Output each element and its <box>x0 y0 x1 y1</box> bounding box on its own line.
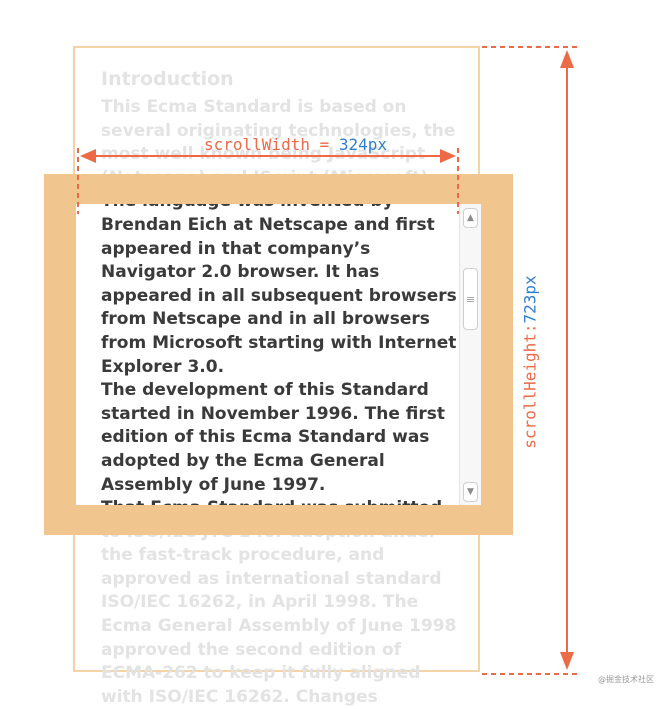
arrow-left-icon <box>80 149 96 163</box>
arrow-up-icon <box>560 50 574 68</box>
scroll-thumb[interactable]: ≡ <box>463 268 478 330</box>
viewport-paragraph-1: This Ecma Standard is based on several o… <box>101 204 457 377</box>
viewport-paragraph-2: The development of this Standard started… <box>101 380 445 495</box>
scrollheight-value: 723px <box>520 275 540 324</box>
arrow-down-icon <box>560 652 574 670</box>
arrow-right-icon <box>440 149 456 163</box>
scrollheight-label: scrollHeight:723px <box>521 275 540 448</box>
vertical-scrollbar[interactable]: ▲ ≡ ▼ <box>459 204 481 505</box>
scrollwidth-value: 324px <box>338 135 388 154</box>
scrollwidth-name: scrollWidth <box>204 135 310 154</box>
scroll-viewport[interactable]: Introduction This Ecma Standard is based… <box>76 204 481 505</box>
scrollwidth-separator: = <box>309 135 339 154</box>
scroll-up-icon[interactable]: ▲ <box>463 208 478 228</box>
scrollheight-name: scrollHeight: <box>520 323 540 449</box>
document-heading: Introduction <box>101 68 234 90</box>
scroll-down-icon[interactable]: ▼ <box>463 482 478 502</box>
viewport-paragraph-3: That Ecma Standard was submitted to ISO/… <box>101 497 461 505</box>
scrollwidth-label: scrollWidth = 324px <box>204 135 387 154</box>
watermark: @掘金技术社区 <box>598 675 654 684</box>
viewport-content: Introduction This Ecma Standard is based… <box>101 204 461 505</box>
grip-icon: ≡ <box>465 292 476 306</box>
